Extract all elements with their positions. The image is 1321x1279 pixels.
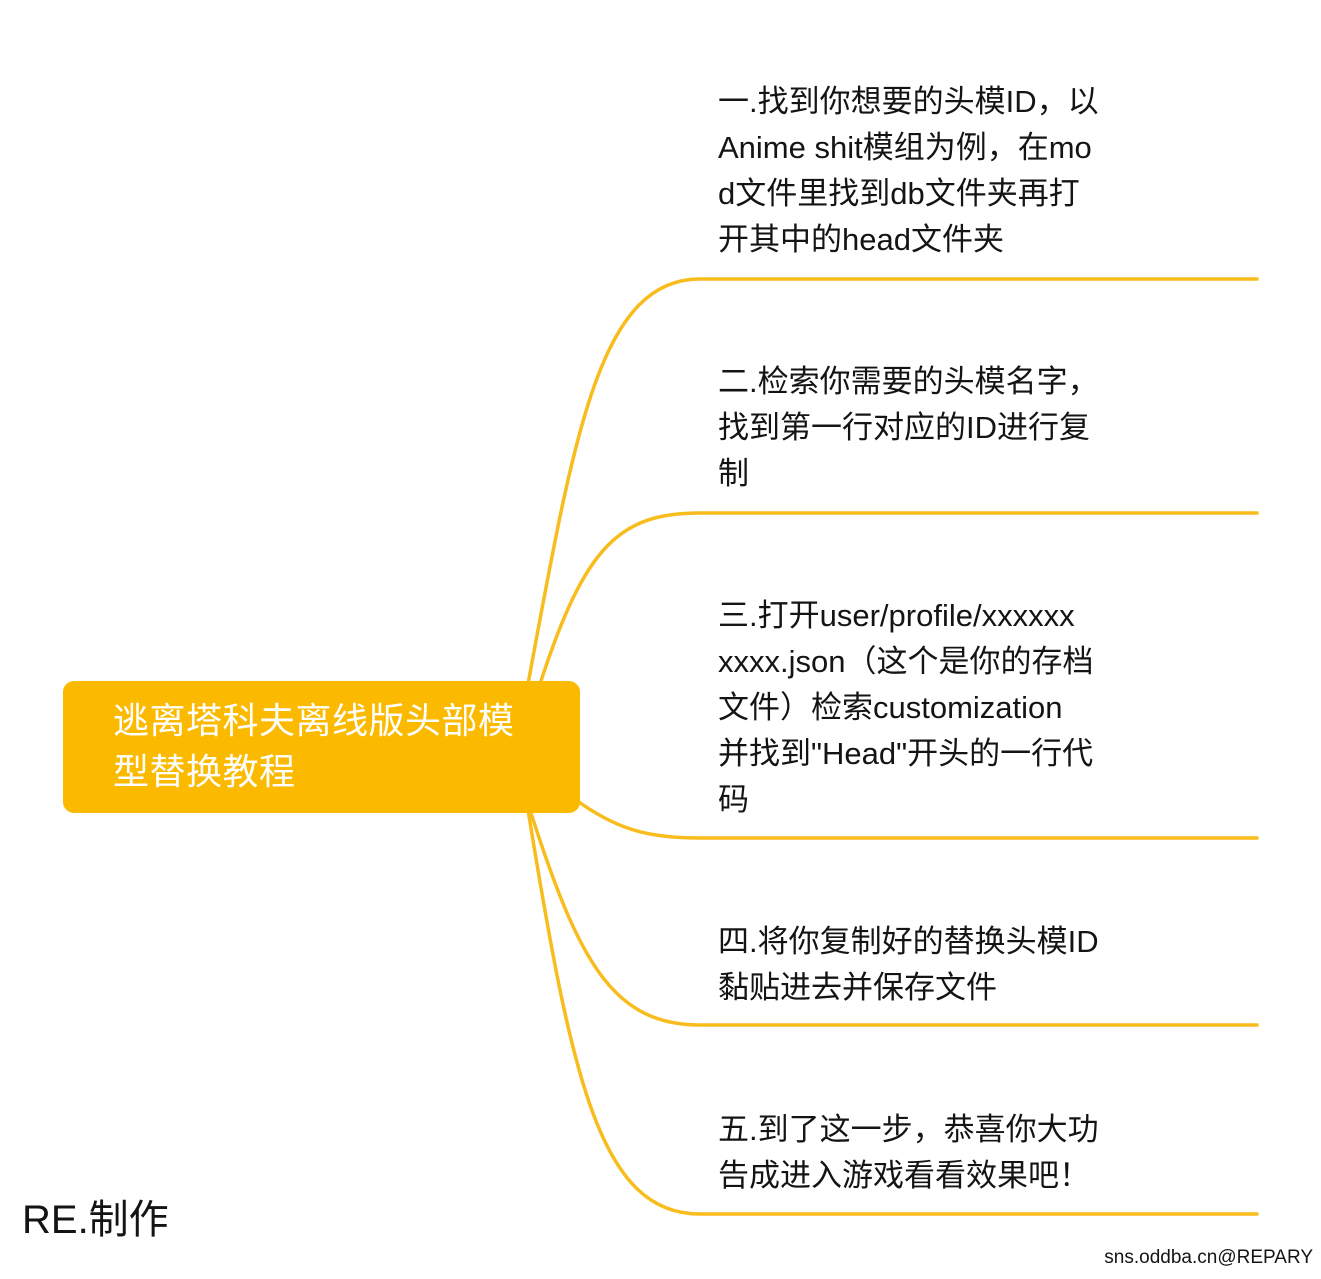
branch-text-line: 文件）检索customization (718, 690, 1063, 725)
branch-step-2[interactable]: 二.检索你需要的头模名字， 找到第一行对应的ID进行复 制 (718, 359, 1099, 497)
branch-text-line: 一.找到你想要的头模ID，以 (718, 84, 1099, 119)
branch-text-line: 并找到"Head"开头的一行代 (718, 736, 1094, 771)
connector-branch-2 (538, 511, 1259, 686)
central-topic-line: 型替换教程 (113, 751, 296, 792)
branch-text-line: 黏贴进去并保存文件 (718, 970, 997, 1005)
branch-text-line: 码 (718, 782, 749, 817)
central-topic-line: 逃离塔科夫离线版头部模 (113, 700, 515, 741)
branch-text-line: 五.到了这一步，恭喜你大功 (718, 1112, 1099, 1147)
branch-text-line: 三.打开user/profile/xxxxxx (718, 598, 1075, 633)
branch-text-line: d文件里找到db文件夹再打 (718, 176, 1080, 211)
branch-step-4[interactable]: 四.将你复制好的替换头模ID 黏贴进去并保存文件 (718, 919, 1099, 1011)
source-watermark: sns.oddba.cn@REPARY (1104, 1247, 1313, 1268)
branch-step-1[interactable]: 一.找到你想要的头模ID，以 Anime shit模组为例，在mo d文件里找到… (718, 79, 1099, 263)
branch-step-3[interactable]: 三.打开user/profile/xxxxxx xxxx.json（这个是你的存… (718, 593, 1093, 823)
connector-branch-3 (574, 798, 1259, 840)
branch-text-line: 四.将你复制好的替换头模ID (718, 924, 1099, 959)
connector-branch-5 (526, 808, 1259, 1216)
branch-text-line: 制 (718, 456, 749, 491)
connector-branch-1 (526, 277, 1259, 686)
branch-text-line: Anime shit模组为例，在mo (718, 130, 1092, 165)
branch-text-line: 开其中的head文件夹 (718, 222, 1004, 257)
connector-branch-4 (528, 808, 1259, 1027)
branch-text-line: xxxx.json（这个是你的存档 (718, 644, 1094, 679)
central-topic-text: 逃离塔科夫离线版头部模 型替换教程 (113, 695, 515, 797)
author-credit: RE.制作 (22, 1198, 169, 1242)
branch-text-line: 二.检索你需要的头模名字， (718, 364, 1099, 399)
branch-step-5[interactable]: 五.到了这一步，恭喜你大功 告成进入游戏看看效果吧！ (718, 1107, 1099, 1199)
branch-text-line: 找到第一行对应的ID进行复 (718, 410, 1090, 445)
central-topic-node[interactable] (63, 681, 580, 813)
branch-text-line: 告成进入游戏看看效果吧！ (718, 1158, 1090, 1193)
